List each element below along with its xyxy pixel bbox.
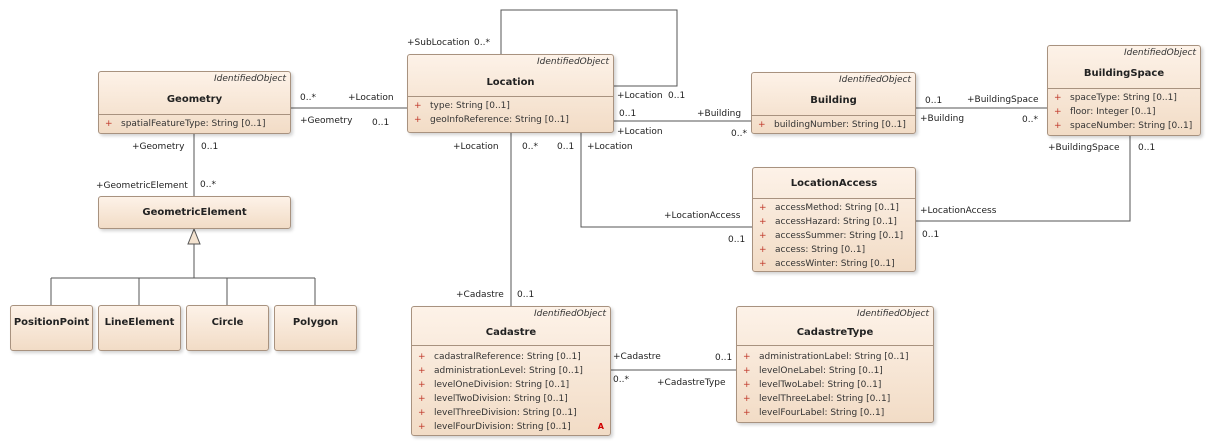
class-name: Geometry — [166, 94, 223, 105]
multiplicity-label: 0..1 — [668, 91, 686, 101]
multiplicity-label: 0..1 — [372, 118, 390, 128]
attribute-row: +geoInfoReference: String [0..1] — [414, 115, 569, 125]
role-label: +Building — [697, 109, 742, 119]
class-name: Building — [810, 95, 857, 106]
role-label: +CadastreType — [657, 378, 726, 388]
role-label: +Location — [453, 142, 499, 152]
multiplicity-label: 0..1 — [728, 235, 746, 245]
class-geometricelement[interactable]: GeometricElement — [98, 196, 291, 229]
attribute-row: +levelThreeLabel: String [0..1] — [743, 394, 891, 404]
role-label: +LocationAccess — [920, 206, 997, 216]
attribute-row: +accessHazard: String [0..1] — [759, 217, 897, 227]
role-label: +Location — [617, 127, 663, 137]
class-lineelement[interactable]: LineElement — [98, 305, 181, 351]
attribute-list: +accessMethod: String [0..1] +accessHaza… — [753, 198, 915, 271]
attribute-list: +spatialFeatureType: String [0..1] — [99, 114, 290, 131]
attribute-list: +type: String [0..1] +geoInfoReference: … — [408, 96, 613, 127]
attribute-row: +levelOneLabel: String [0..1] — [743, 366, 883, 376]
stereotype-label: IdentifiedObject — [536, 57, 609, 67]
multiplicity-label: 0..* — [522, 142, 538, 152]
class-name: LineElement — [104, 317, 175, 328]
class-building[interactable]: IdentifiedObject Building +buildingNumbe… — [751, 72, 916, 134]
role-label: +Geometry — [132, 142, 185, 152]
attribute-row: +floor: Integer [0..1] — [1054, 107, 1156, 117]
attribute-list: +cadastralReference: String [0..1] +admi… — [412, 345, 610, 434]
class-location[interactable]: IdentifiedObject Location +type: String … — [407, 54, 614, 133]
attribute-row: +accessWinter: String [0..1] — [759, 259, 895, 269]
multiplicity-label: 0..* — [300, 93, 316, 103]
class-positionpoint[interactable]: PositionPoint — [10, 305, 93, 351]
generalization-arrowhead — [187, 227, 201, 245]
attribute-row: +levelFourLabel: String [0..1] — [743, 408, 885, 418]
role-label: +SubLocation — [407, 38, 470, 48]
stereotype-label: IdentifiedObject — [856, 309, 929, 319]
role-label: +Geometry — [300, 116, 353, 126]
multiplicity-label: 0..* — [200, 180, 216, 190]
attribute-row: +levelTwoDivision: String [0..1] — [418, 394, 568, 404]
multiplicity-label: 0..1 — [517, 290, 535, 300]
role-label: +GeometricElement — [96, 181, 188, 191]
class-name: Location — [486, 77, 535, 88]
class-cadastre[interactable]: IdentifiedObject Cadastre +cadastralRefe… — [411, 306, 611, 436]
class-polygon[interactable]: Polygon — [274, 305, 357, 351]
role-label: +BuildingSpace — [967, 95, 1039, 105]
attribute-row: +buildingNumber: String [0..1] — [758, 120, 906, 130]
attribute-row: +administrationLabel: String [0..1] — [743, 352, 909, 362]
class-locationaccess[interactable]: LocationAccess +accessMethod: String [0.… — [752, 167, 916, 272]
multiplicity-label: 0..1 — [201, 142, 219, 152]
stereotype-label: IdentifiedObject — [533, 309, 606, 319]
attribute-row: +levelTwoLabel: String [0..1] — [743, 380, 882, 390]
abstract-marker: A — [597, 422, 604, 431]
role-label: +Location — [348, 93, 394, 103]
multiplicity-label: 0..* — [1022, 115, 1038, 125]
attribute-row: +levelFourDivision: String [0..1] — [418, 422, 571, 432]
class-name: BuildingSpace — [1083, 68, 1165, 79]
multiplicity-label: 0..* — [474, 38, 490, 48]
class-geometry[interactable]: IdentifiedObject Geometry +spatialFeatur… — [98, 71, 291, 134]
multiplicity-label: 0..* — [731, 129, 747, 139]
stereotype-label: IdentifiedObject — [838, 75, 911, 85]
multiplicity-label: 0..1 — [1138, 143, 1156, 153]
class-name: Circle — [211, 317, 244, 328]
multiplicity-label: 0..1 — [715, 353, 733, 363]
attribute-row: +spaceNumber: String [0..1] — [1054, 121, 1193, 131]
role-label: +BuildingSpace — [1048, 143, 1120, 153]
attribute-row: +type: String [0..1] — [414, 101, 510, 111]
role-label: +Cadastre — [456, 290, 504, 300]
attribute-row: +accessSummer: String [0..1] — [759, 231, 904, 241]
class-cadastretype[interactable]: IdentifiedObject CadastreType +administr… — [736, 306, 934, 423]
multiplicity-label: 0..1 — [922, 230, 940, 240]
role-label: +Location — [617, 91, 663, 101]
role-label: +Cadastre — [613, 352, 661, 362]
attribute-list: +buildingNumber: String [0..1] — [752, 115, 915, 132]
multiplicity-label: 0..* — [613, 375, 629, 385]
attribute-row: +spaceType: String [0..1] — [1054, 93, 1177, 103]
class-name: CadastreType — [796, 327, 874, 338]
attribute-row: +access: String [0..1] — [759, 245, 866, 255]
attribute-row: +administrationLevel: String [0..1] — [418, 366, 583, 376]
multiplicity-label: 0..1 — [619, 109, 637, 119]
attribute-list: +administrationLabel: String [0..1] +lev… — [737, 345, 933, 420]
stereotype-label: IdentifiedObject — [1123, 48, 1196, 58]
multiplicity-label: 0..1 — [557, 142, 575, 152]
role-label: +Location — [587, 142, 633, 152]
stereotype-label: IdentifiedObject — [213, 74, 286, 84]
attribute-row: +levelThreeDivision: String [0..1] — [418, 408, 577, 418]
class-buildingspace[interactable]: IdentifiedObject BuildingSpace +spaceTyp… — [1047, 45, 1201, 136]
class-name: GeometricElement — [142, 207, 247, 218]
attribute-row: +cadastralReference: String [0..1] — [418, 352, 581, 362]
multiplicity-label: 0..1 — [925, 96, 943, 106]
class-name: PositionPoint — [13, 317, 90, 328]
attribute-row: +accessMethod: String [0..1] — [759, 203, 899, 213]
class-name: Polygon — [292, 317, 339, 328]
class-name: LocationAccess — [790, 178, 878, 189]
role-label: +Building — [920, 114, 965, 124]
attribute-row: +levelOneDivision: String [0..1] — [418, 380, 570, 390]
class-name: Cadastre — [485, 327, 537, 338]
attribute-list: +spaceType: String [0..1] +floor: Intege… — [1048, 88, 1200, 133]
role-label: +LocationAccess — [664, 211, 741, 221]
attribute-row: +spatialFeatureType: String [0..1] — [105, 119, 266, 129]
class-circle[interactable]: Circle — [186, 305, 269, 351]
